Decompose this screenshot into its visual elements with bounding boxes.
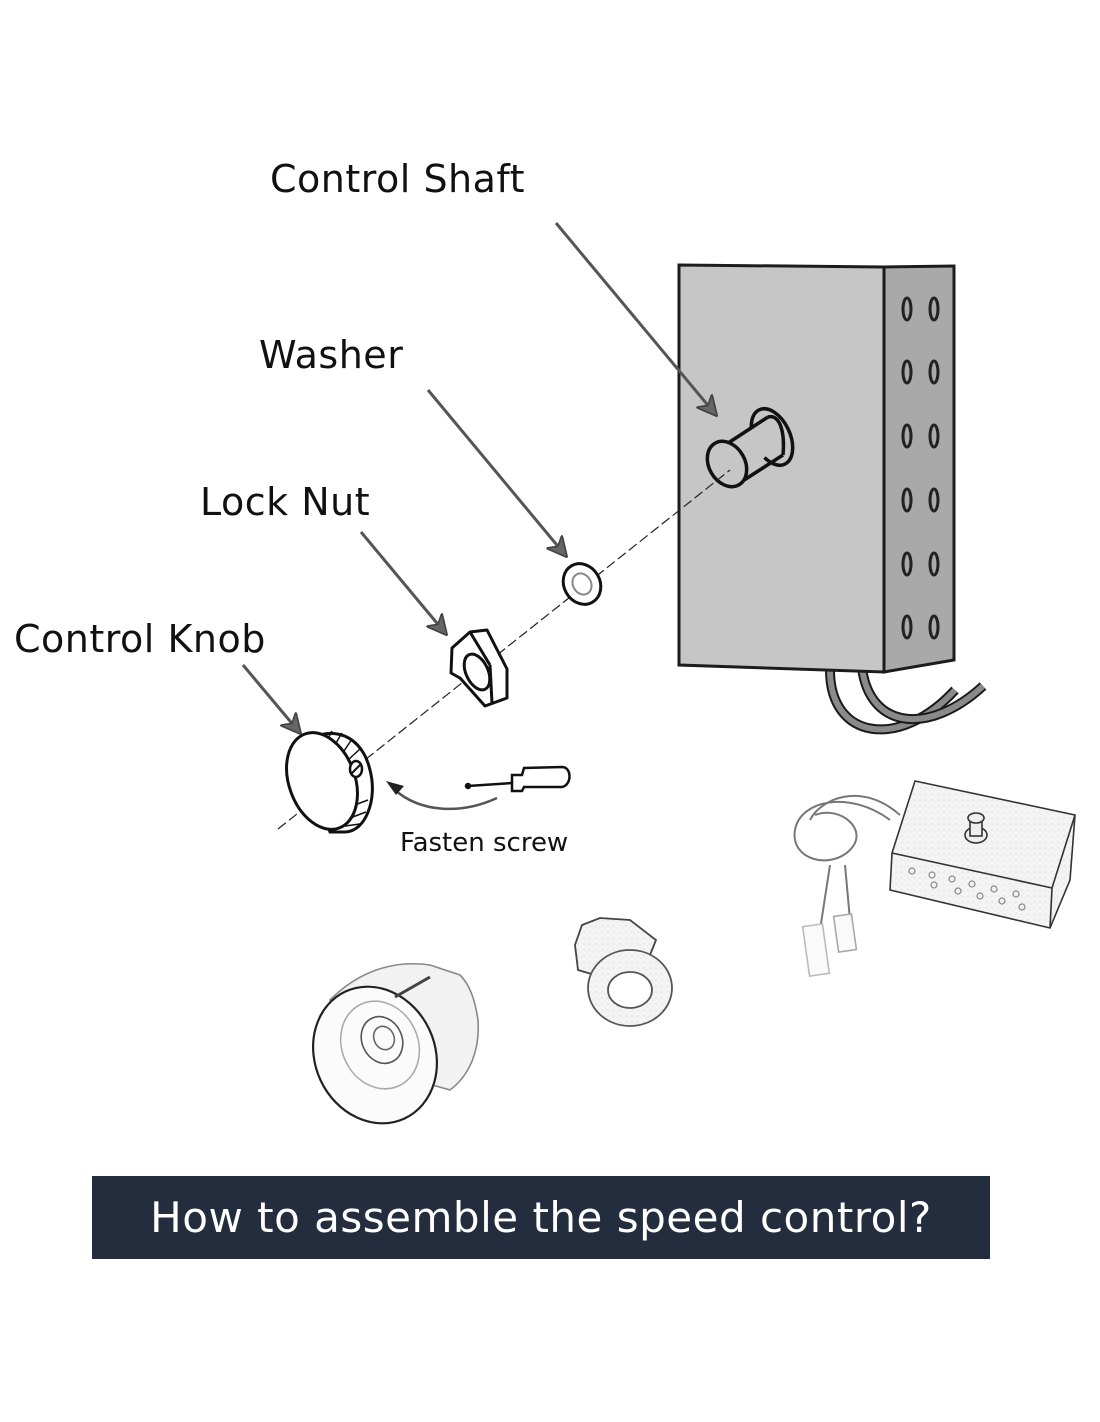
curved-arrow-icon [386, 781, 498, 811]
label-control-knob: Control Knob [14, 617, 266, 661]
callout-arrows [241, 222, 716, 733]
wires [825, 667, 987, 735]
arrow-washer [426, 389, 566, 556]
washer-icon [561, 562, 603, 606]
label-washer: Washer [259, 333, 404, 377]
label-fasten-screw: Fasten screw [400, 828, 569, 858]
speed-control-box-icon [677, 263, 987, 735]
lock-nut-icon [449, 628, 509, 708]
box-side-face [882, 264, 956, 674]
screwdriver-icon [464, 765, 571, 793]
arrow-control-knob [241, 664, 300, 733]
nut-washer-photo-sketch [574, 917, 673, 1027]
speed-control-photo-sketch [793, 780, 1076, 978]
control-shaft-icon [705, 407, 795, 489]
arrow-control-shaft [554, 222, 716, 415]
arrow-lock-nut [359, 531, 446, 634]
assembly-axis [277, 469, 731, 830]
vent-holes [901, 296, 940, 640]
control-knob-icon [285, 730, 374, 834]
title-banner: How to assemble the speed control? [92, 1176, 990, 1259]
label-lock-nut: Lock Nut [200, 480, 371, 524]
banner-title: How to assemble the speed control? [150, 1193, 932, 1242]
knob-photo-sketch [311, 962, 480, 1125]
label-control-shaft: Control Shaft [270, 157, 526, 201]
